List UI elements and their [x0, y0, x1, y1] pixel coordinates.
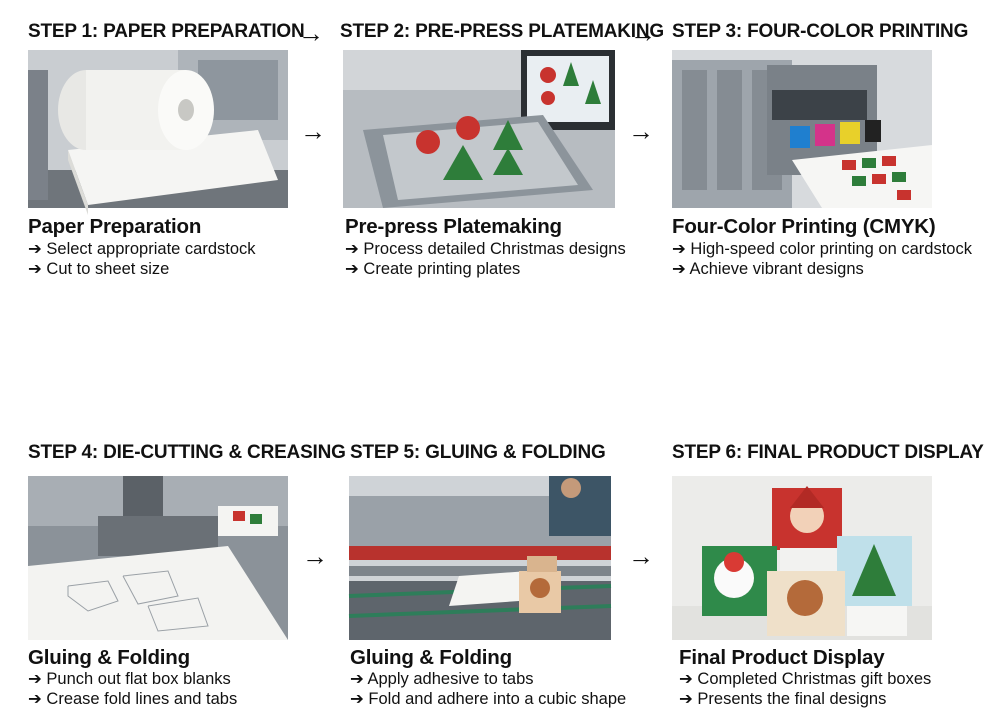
title-arrow-1: →	[298, 18, 324, 48]
step-2-caption: Pre-press Platemaking	[345, 215, 562, 238]
flow-arrow-5-6: →	[628, 541, 654, 571]
step-3-title: STEP 3: FOUR-COLOR PRINTING	[672, 21, 969, 42]
paper-roll-image	[28, 50, 288, 215]
step-2-bullet-1: ➔ Process detailed Christmas designs	[345, 240, 626, 258]
step-2-bullet-2: ➔ Create printing plates	[345, 260, 521, 278]
step-4-title: STEP 4: DIE-CUTTING & CREASING	[28, 442, 346, 463]
step-1-bullet-2: ➔ Cut to sheet size	[28, 260, 170, 278]
step-5-title: STEP 5: GLUING & FOLDING	[350, 442, 606, 463]
platemaking-machine-image	[343, 50, 615, 208]
die-cutting-machine-image	[28, 476, 288, 640]
title-arrow-2: →	[630, 18, 656, 48]
step-6-title: STEP 6: FINAL PRODUCT DISPLAY	[672, 442, 984, 463]
step-5-bullet-2: ➔ Fold and adhere into a cubic shape	[350, 690, 627, 708]
christmas-boxes-image	[672, 476, 932, 640]
step-4-caption: Gluing & Folding	[28, 646, 190, 669]
folder-gluer-machine-image	[348, 476, 612, 640]
step-1-caption: Paper Preparation	[28, 215, 202, 238]
step-3-bullet-1: ➔ High-speed color printing on cardstock	[672, 240, 972, 258]
step-5-caption: Gluing & Folding	[350, 646, 512, 669]
step-6-bullet-2: ➔ Presents the final designs	[679, 690, 887, 708]
step-1-bullet-1: ➔ Select appropriate cardstock	[28, 240, 256, 258]
step-3-caption: Four-Color Printing (CMYK)	[672, 215, 936, 238]
step-6-bullet-1: ➔ Completed Christmas gift boxes	[679, 670, 932, 688]
step-3-bullet-2: ➔ Achieve vibrant designs	[672, 260, 864, 278]
step-4-bullet-1: ➔ Punch out flat box blanks	[28, 670, 231, 688]
flow-arrow-4-5: →	[302, 541, 328, 571]
step-6-caption: Final Product Display	[679, 646, 885, 669]
step-4-bullet-2: ➔ Crease fold lines and tabs	[28, 690, 238, 708]
printing-press-image	[672, 50, 932, 208]
step-2-title: STEP 2: PRE-PRESS PLATEMAKING	[340, 21, 664, 42]
step-5-bullet-1: ➔ Apply adhesive to tabs	[350, 670, 534, 688]
step-1-title: STEP 1: PAPER PREPARATION	[28, 21, 305, 42]
flow-arrow-1-2: →	[300, 116, 326, 146]
flow-arrow-2-3: →	[628, 116, 654, 146]
